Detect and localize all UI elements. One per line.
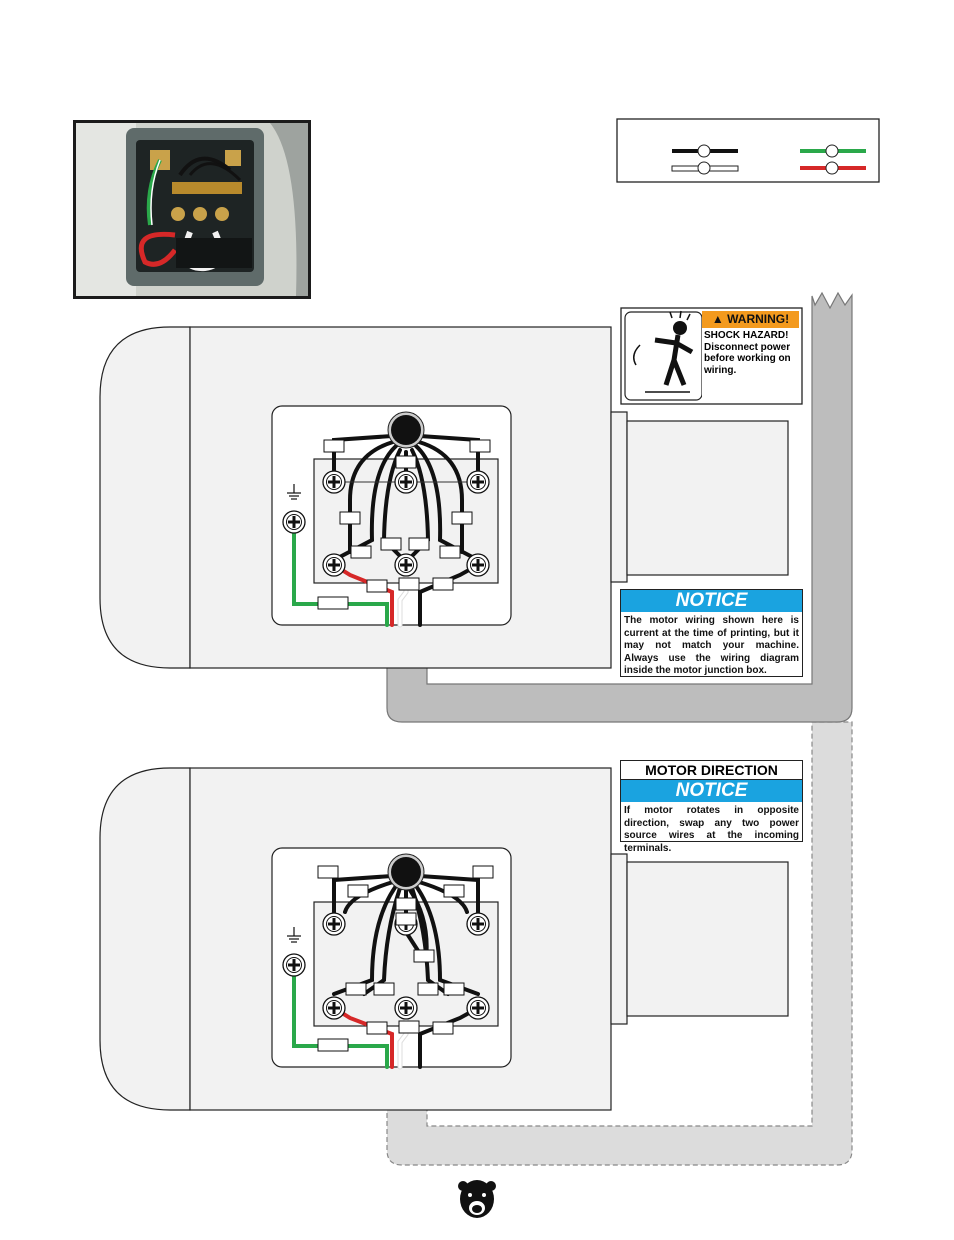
motor-direction-title: MOTOR DIRECTION — [621, 761, 802, 780]
wire-tag — [366, 1021, 388, 1035]
legend-red-wire — [800, 161, 866, 175]
legend-green-wire — [800, 144, 866, 158]
wire-tag — [345, 982, 367, 996]
wire-tag — [398, 1020, 420, 1034]
notice-direction-label: MOTOR DIRECTION NOTICE If motor rotates … — [620, 760, 803, 854]
terminal-screw-icon — [394, 470, 418, 494]
lead-hub-upper — [387, 411, 425, 449]
terminal-screw-icon — [322, 912, 346, 936]
wire-tag — [317, 865, 339, 879]
photo-junction-box — [73, 120, 311, 299]
notice-direction-header: NOTICE — [621, 780, 802, 802]
ground-symbol-icon — [287, 484, 301, 500]
power-cord-upper — [386, 291, 853, 723]
terminal-screw-icon — [282, 953, 306, 977]
warning-header: ▲ WARNING! — [702, 311, 799, 328]
terminal-screw-icon — [322, 553, 346, 577]
wire-tag — [347, 884, 369, 898]
wire-tag — [395, 897, 417, 911]
wire-tag — [439, 545, 461, 559]
terminal-screw-icon — [466, 996, 490, 1020]
wire-tag — [395, 455, 417, 469]
ground-symbol-icon — [287, 927, 301, 943]
wire-tag — [443, 982, 465, 996]
wire-tag — [366, 579, 388, 593]
grizzly-bear-logo — [458, 1180, 496, 1218]
notice-wiring-header: NOTICE — [621, 590, 802, 612]
terminal-screws — [282, 470, 490, 1020]
wire-tag — [339, 511, 361, 525]
wire-tag — [432, 577, 454, 591]
warning-text: SHOCK HAZARD! Disconnect power before wo… — [704, 330, 791, 376]
wire-tag — [472, 865, 494, 879]
terminal-screw-icon — [322, 470, 346, 494]
terminal-screw-icon — [466, 912, 490, 936]
wire-tag — [408, 537, 430, 551]
terminal-screw-icon — [282, 510, 306, 534]
wire-tag — [398, 577, 420, 591]
wire-tag — [469, 439, 491, 453]
terminal-screw-icon — [322, 996, 346, 1020]
wire-tag — [451, 511, 473, 525]
wire-tag — [323, 439, 345, 453]
notice-wiring-label: NOTICE The motor wiring shown here is cu… — [620, 589, 803, 677]
wire-tag — [413, 949, 435, 963]
wire-tag — [350, 545, 372, 559]
terminal-screw-icon — [394, 996, 418, 1020]
warning-label: ▲ WARNING! SHOCK HAZARD! Disconnect powe… — [702, 311, 799, 401]
wire-tag — [395, 912, 417, 926]
notice-direction-text: If motor rotates in opposite direction, … — [624, 805, 799, 854]
wire-tag — [417, 982, 439, 996]
wire-tags — [317, 439, 494, 1052]
legend-white-wire — [671, 161, 739, 175]
wire-tag — [317, 1038, 349, 1052]
terminal-screw-icon — [394, 553, 418, 577]
wire-tag — [373, 982, 395, 996]
wire-tag — [432, 1021, 454, 1035]
wire-color-legend — [616, 118, 880, 183]
lead-hub-lower — [387, 853, 425, 891]
wire-tag — [380, 537, 402, 551]
notice-wiring-text: The motor wiring shown here is current a… — [624, 615, 799, 676]
wire-tag — [443, 884, 465, 898]
legend-black-wire — [672, 144, 738, 158]
wire-tag — [317, 596, 349, 610]
terminal-screw-icon — [466, 470, 490, 494]
terminal-screw-icon — [466, 553, 490, 577]
